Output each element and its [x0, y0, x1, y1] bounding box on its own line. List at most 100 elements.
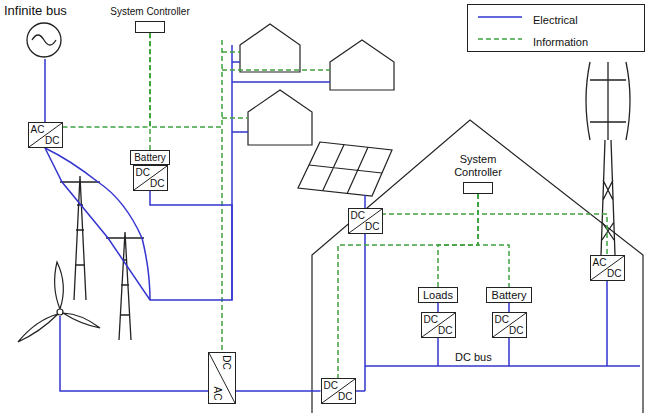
converter-label: DC [607, 268, 621, 279]
information-line [478, 194, 607, 255]
ac-source-symbol [2, 21, 86, 59]
controller-box [135, 21, 165, 33]
connector-path [478, 194, 509, 287]
information-wires [222, 39, 522, 127]
power-line [236, 391, 321, 392]
converter-diagonal-line [422, 313, 455, 337]
converter-box: ACDC [28, 122, 63, 148]
information-line [150, 33, 222, 352]
component-box: Battery [130, 150, 170, 165]
connector-path [63, 33, 151, 127]
converter-label: DC [365, 221, 379, 232]
connector-path [478, 194, 607, 255]
connector-path [45, 148, 232, 300]
connector-path [44, 59, 46, 122]
converter-box: DCDC [421, 312, 456, 338]
turbine-tower [601, 140, 615, 255]
converter-box: DCDC [492, 312, 527, 338]
legend-text: Information [532, 36, 589, 48]
legend-sample-line [478, 38, 522, 40]
component-label: Battery [134, 151, 166, 164]
turbine-blade [55, 262, 64, 309]
converter-label: DC [351, 210, 365, 221]
system-controller: System Controller [99, 6, 201, 33]
converter-label: DC [150, 178, 164, 189]
tower [60, 176, 100, 300]
power-wire [438, 281, 607, 366]
converter-label: DC [324, 380, 338, 391]
converter-label: DC [220, 355, 231, 369]
converter-box: ACDC [590, 255, 625, 281]
transmission-towers [60, 176, 144, 340]
house-outline [240, 24, 300, 72]
converter-label: DC [45, 135, 59, 146]
converter-label: DC [424, 314, 438, 325]
component-label: Loads [423, 289, 453, 302]
component-box: Battery [486, 287, 532, 303]
connector-path [508, 303, 510, 312]
converter-label: DC [509, 325, 523, 336]
converter-label: DC [338, 391, 352, 402]
legend-entry: Information [532, 32, 589, 50]
turbine-hub [57, 309, 63, 315]
connector-path [236, 390, 321, 392]
source-circle [27, 23, 61, 57]
power-wires [45, 17, 640, 391]
big-house-outline [312, 120, 643, 413]
turbine-blade [18, 314, 58, 342]
converter-diagonal-line [29, 123, 62, 147]
power-line [438, 303, 439, 312]
panel-grid [309, 145, 382, 194]
converter-label: DC [136, 167, 150, 178]
source-label: Infinite bus [2, 3, 88, 18]
solar-panel [298, 142, 392, 196]
bus-label-holder: DC bus [454, 347, 493, 365]
legend-text: Electrical [532, 14, 579, 26]
controller-label: System Controller [99, 6, 201, 18]
connector-path [437, 303, 439, 312]
component-box: Loads [418, 287, 458, 303]
left-wind-turbine [18, 262, 100, 342]
power-source: Infinite bus [2, 3, 88, 59]
power-wire [60, 316, 208, 391]
converter-label: DC [438, 325, 452, 336]
converter-diagonal-line [349, 209, 382, 233]
power-line [45, 59, 46, 122]
house-outline [248, 90, 312, 145]
converter-label: AC [31, 124, 45, 135]
converter-diagonal-line [134, 166, 167, 190]
connector-path [438, 194, 478, 287]
dc-bus-line [365, 365, 640, 367]
converter-diagonal-line [209, 353, 235, 403]
controller-label: System Controller [446, 153, 510, 179]
legend-entry: Electrical [532, 10, 579, 28]
connector-path [383, 194, 479, 214]
house-outline [330, 40, 394, 90]
turbine-rotor [586, 62, 630, 140]
converter-diagonal-line [493, 313, 526, 337]
right-wind-turbine [586, 62, 630, 255]
information-line [478, 194, 509, 287]
tower [106, 232, 144, 340]
sine-wave [32, 35, 56, 45]
legend-sample-line [478, 16, 522, 18]
controller-box [463, 182, 493, 194]
component-label: Battery [492, 289, 527, 302]
converter-box: DC AC [208, 352, 236, 404]
converter-box: DCDC [321, 378, 356, 404]
power-wire [232, 62, 330, 132]
system-controller: System Controller [446, 153, 510, 194]
converter-label: AC [212, 387, 223, 401]
power-line [45, 148, 232, 300]
bus-label: DC bus [454, 351, 493, 363]
information-wire [222, 40, 330, 127]
converter-diagonal-line [322, 379, 355, 403]
panel-frame [298, 142, 392, 196]
converter-box: DCDC [348, 208, 383, 234]
converter-label: DC [495, 314, 509, 325]
power-line [509, 303, 510, 312]
